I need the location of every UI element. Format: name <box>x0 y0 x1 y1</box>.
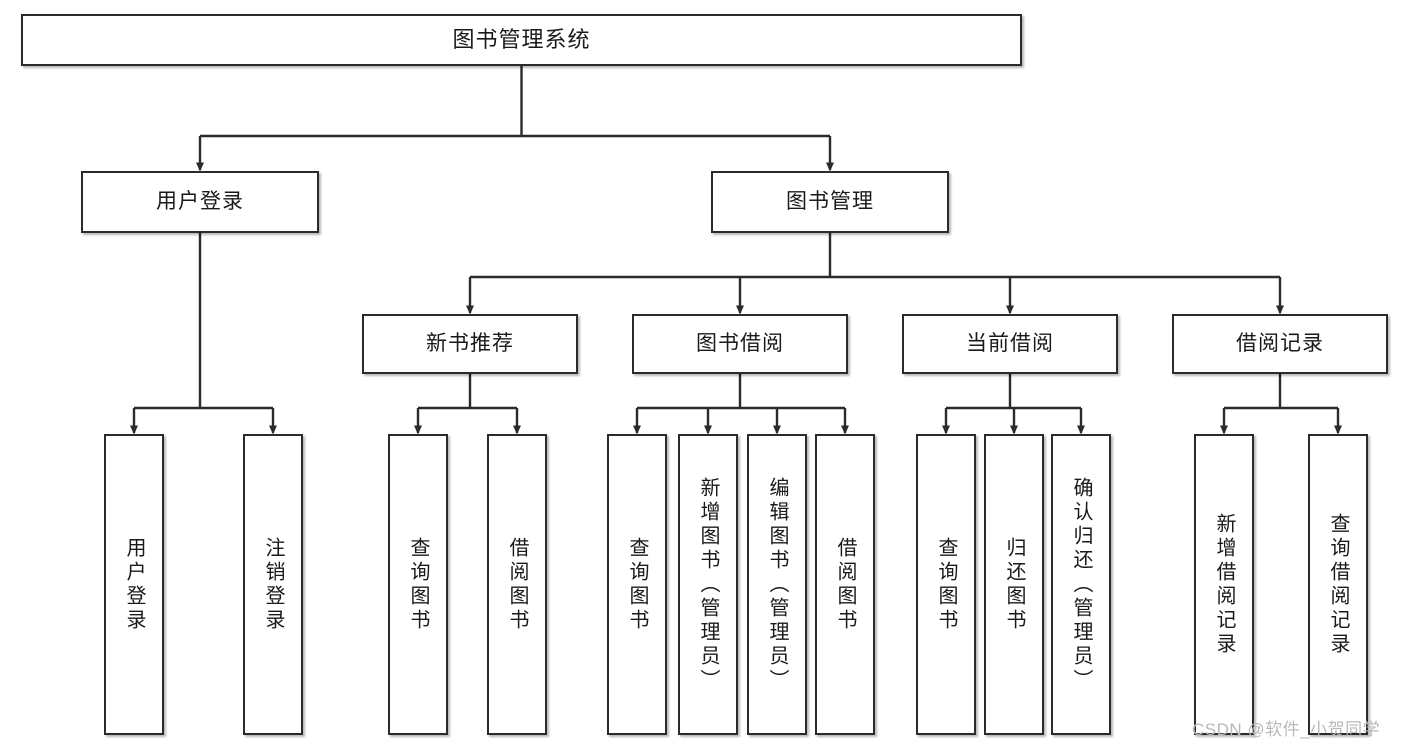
node-label: 借阅记录 <box>1236 331 1324 355</box>
node-leaf-borrow-book-2: 借阅图书 <box>815 434 875 735</box>
node-leaf-add-record: 新增借阅记录 <box>1194 434 1254 735</box>
node-label: 借阅图书 <box>506 536 528 633</box>
node-label: 查询图书 <box>935 536 957 633</box>
node-book-manage: 图书管理 <box>711 171 949 233</box>
node-label: 借阅图书 <box>834 536 856 633</box>
node-leaf-query-book-2: 查询图书 <box>607 434 667 735</box>
node-leaf-add-book: 新增图书（管理员） <box>678 434 738 735</box>
node-book-borrow: 图书借阅 <box>632 314 848 374</box>
node-leaf-query-record: 查询借阅记录 <box>1308 434 1368 735</box>
node-label: 查询图书 <box>626 536 648 633</box>
node-label: 新增图书（管理员） <box>697 476 719 693</box>
node-root: 图书管理系统 <box>21 14 1022 66</box>
node-leaf-query-book-3: 查询图书 <box>916 434 976 735</box>
node-label: 归还图书 <box>1003 536 1025 633</box>
node-leaf-return-book: 归还图书 <box>984 434 1044 735</box>
node-label: 新增借阅记录 <box>1213 512 1235 657</box>
node-leaf-edit-book: 编辑图书（管理员） <box>747 434 807 735</box>
node-label: 查询图书 <box>407 536 429 633</box>
node-label: 查询借阅记录 <box>1327 512 1349 657</box>
node-label: 新书推荐 <box>426 331 514 355</box>
node-label: 图书借阅 <box>696 331 784 355</box>
node-leaf-confirm-return: 确认归还（管理员） <box>1051 434 1111 735</box>
node-borrow-record: 借阅记录 <box>1172 314 1388 374</box>
node-current-borrow: 当前借阅 <box>902 314 1118 374</box>
node-label: 图书管理系统 <box>452 27 591 53</box>
node-label: 用户登录 <box>123 536 145 633</box>
node-leaf-query-book-1: 查询图书 <box>388 434 448 735</box>
node-new-book-rec: 新书推荐 <box>362 314 578 374</box>
node-label: 用户登录 <box>156 189 244 213</box>
node-label: 确认归还（管理员） <box>1070 476 1092 693</box>
node-label: 注销登录 <box>262 536 284 633</box>
node-label: 编辑图书（管理员） <box>766 476 788 693</box>
node-leaf-user-login: 用户登录 <box>104 434 164 735</box>
node-label: 当前借阅 <box>966 331 1054 355</box>
node-leaf-logout: 注销登录 <box>243 434 303 735</box>
node-leaf-borrow-book-1: 借阅图书 <box>487 434 547 735</box>
node-user-login: 用户登录 <box>81 171 319 233</box>
node-label: 图书管理 <box>786 189 874 213</box>
